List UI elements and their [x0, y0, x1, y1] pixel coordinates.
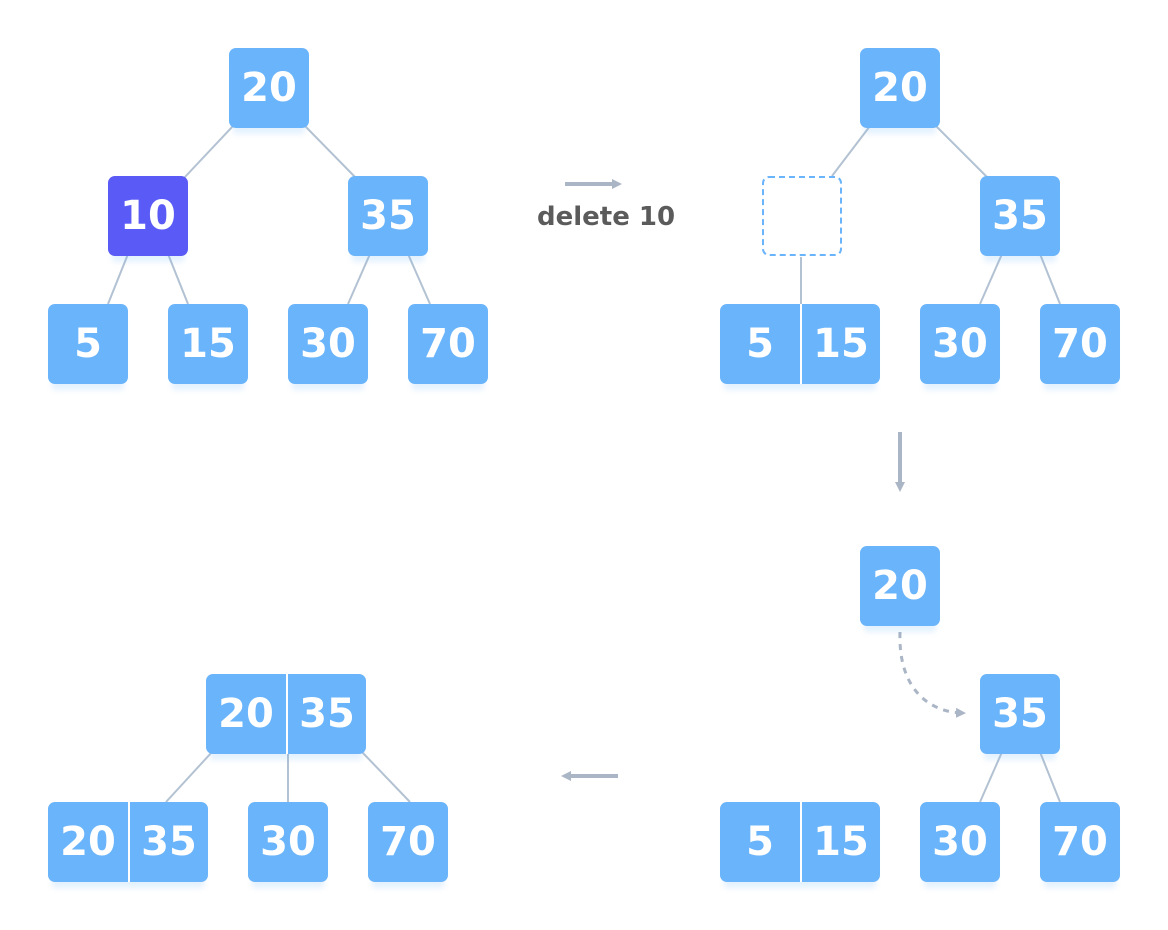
node-key: 20	[218, 691, 274, 737]
edge-10-5	[107, 253, 129, 305]
edge-20-10	[183, 125, 234, 179]
node-key: 35	[360, 193, 416, 239]
tree-node-a-rl: 30	[288, 304, 368, 384]
node-key: 5	[746, 819, 774, 865]
edge-35-70	[1039, 751, 1061, 803]
node-key: 70	[420, 321, 476, 367]
tree-node-a-root: 20	[229, 48, 309, 128]
node-key: 20	[872, 563, 928, 609]
tree-node-c-parent: 20	[860, 546, 940, 626]
edge-root-left	[165, 751, 213, 803]
node-key: 70	[380, 819, 436, 865]
tree-node-b-l	[762, 176, 842, 256]
node-key: 30	[932, 819, 988, 865]
node-key: 30	[260, 819, 316, 865]
edge-35-30	[979, 253, 1003, 305]
edge-20-empty	[831, 125, 871, 177]
node-key: 70	[1052, 819, 1108, 865]
node-key: 20	[241, 65, 297, 111]
tree-node-a-lr: 15	[168, 304, 248, 384]
edge-20-35	[935, 125, 989, 179]
node-key: 35	[128, 802, 208, 882]
node-key: 35	[992, 691, 1048, 737]
node-key: 20	[60, 819, 116, 865]
node-key: 35	[286, 674, 366, 754]
tree-node-b-lm: 5 15	[720, 304, 880, 384]
tree-node-b-r: 35	[980, 176, 1060, 256]
node-key: 35	[992, 193, 1048, 239]
edge-35-30	[979, 751, 1003, 803]
node-key: 20	[872, 65, 928, 111]
node-key: 5	[746, 321, 774, 367]
edge-10-15	[167, 253, 189, 305]
edge-35-70	[407, 253, 431, 305]
delete-label: delete 10	[537, 202, 676, 232]
tree-node-c-rl: 30	[920, 802, 1000, 882]
tree-node-b-rl: 30	[920, 304, 1000, 384]
edge-35-70	[1039, 253, 1061, 305]
dashed-move-arrow	[898, 631, 966, 718]
edge-20-35	[304, 125, 357, 179]
node-key: 30	[932, 321, 988, 367]
tree-node-b-rr: 70	[1040, 304, 1120, 384]
tree-node-a-rr: 70	[408, 304, 488, 384]
node-key: 15	[800, 802, 880, 882]
node-key: 15	[180, 321, 236, 367]
node-key: 10	[120, 193, 176, 239]
tree-node-a-ll: 5	[48, 304, 128, 384]
node-key: 30	[300, 321, 356, 367]
tree-node-a-l: 10	[108, 176, 188, 256]
node-key: 5	[74, 321, 102, 367]
node-key: 70	[1052, 321, 1108, 367]
tree-node-a-r: 35	[348, 176, 428, 256]
tree-node-b-root: 20	[860, 48, 940, 128]
tree-node-c-sib: 35	[980, 674, 1060, 754]
tree-node-c-lm: 5 15	[720, 802, 880, 882]
tree-node-d-m: 30	[248, 802, 328, 882]
edge-35-30	[347, 253, 371, 305]
edge-root-right	[361, 751, 411, 803]
tree-node-d-r: 70	[368, 802, 448, 882]
tree-node-c-rr: 70	[1040, 802, 1120, 882]
node-key: 15	[800, 304, 880, 384]
